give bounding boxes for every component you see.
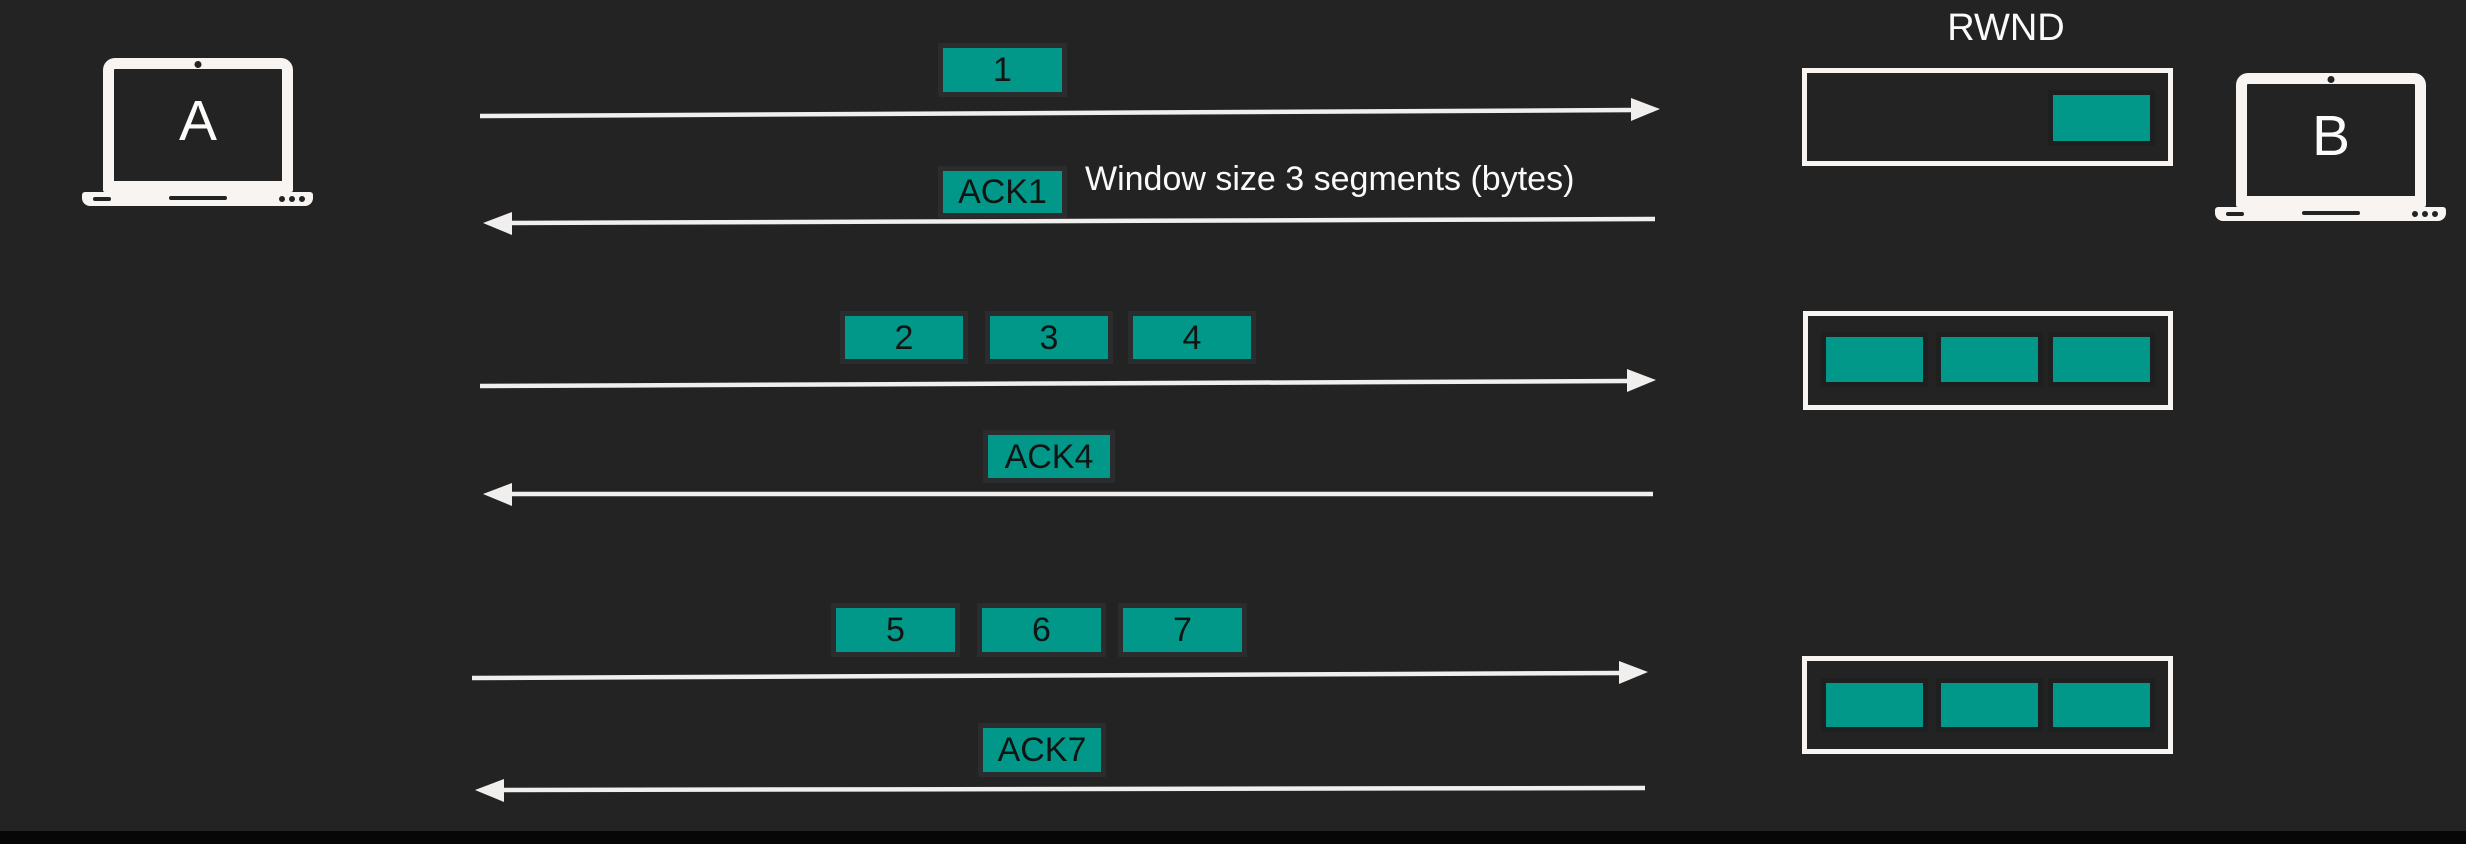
laptop-a-screen: A — [103, 58, 293, 192]
rwnd-filled-cell — [2048, 678, 2155, 732]
segment-box-6: 6 — [977, 603, 1106, 657]
laptop-b-icon: B — [2215, 55, 2446, 225]
laptop-b-screen: B — [2236, 73, 2426, 207]
rwnd-box-round2 — [1803, 311, 2173, 410]
segment-box-3: 3 — [985, 311, 1113, 364]
rwnd-filled-cell — [2048, 332, 2155, 387]
base-notch — [168, 196, 227, 200]
base-slot — [93, 197, 111, 201]
laptop-b-base — [2215, 207, 2446, 221]
rwnd-title: RWND — [1947, 7, 2065, 49]
rwnd-filled-cell — [1936, 332, 2043, 387]
rwnd-box-round3 — [1802, 656, 2173, 754]
arrow-ack-round3 — [475, 779, 1646, 802]
base-dots — [279, 196, 305, 202]
segment-box-7: 7 — [1118, 603, 1247, 657]
rwnd-filled-cell — [1936, 678, 2043, 732]
rwnd-filled-cell — [2048, 90, 2155, 146]
arrow-send-round3 — [471, 661, 1648, 684]
webcam-dot-icon — [2327, 76, 2335, 83]
window-size-note: Window size 3 segments (bytes) — [1085, 160, 1575, 198]
segment-box-5: 5 — [831, 603, 960, 657]
ack-box-4: ACK4 — [983, 430, 1115, 483]
rwnd-filled-cell — [1821, 678, 1928, 732]
laptop-a-icon: A — [82, 40, 313, 210]
rwnd-box-round1 — [1802, 68, 2173, 166]
laptop-a-base — [82, 192, 313, 206]
slide-bottom-edge — [0, 831, 2466, 844]
segment-box-1: 1 — [938, 43, 1067, 97]
arrow-ack-round2 — [483, 483, 1653, 506]
segment-box-4: 4 — [1128, 311, 1256, 364]
arrow-ack-round1 — [483, 212, 1656, 235]
ack-box-1: ACK1 — [938, 166, 1067, 218]
base-dots — [2412, 211, 2438, 217]
base-slot — [2226, 212, 2244, 216]
rwnd-filled-cell — [1821, 332, 1928, 387]
base-notch — [2301, 211, 2360, 215]
laptop-b-label: B — [2311, 103, 2351, 168]
arrow-send-round2 — [479, 369, 1656, 392]
arrow-send-round1 — [479, 98, 1660, 121]
laptop-a-label: A — [178, 88, 218, 153]
webcam-dot-icon — [194, 61, 202, 68]
ack-box-7: ACK7 — [978, 723, 1106, 777]
segment-box-2: 2 — [840, 311, 968, 364]
